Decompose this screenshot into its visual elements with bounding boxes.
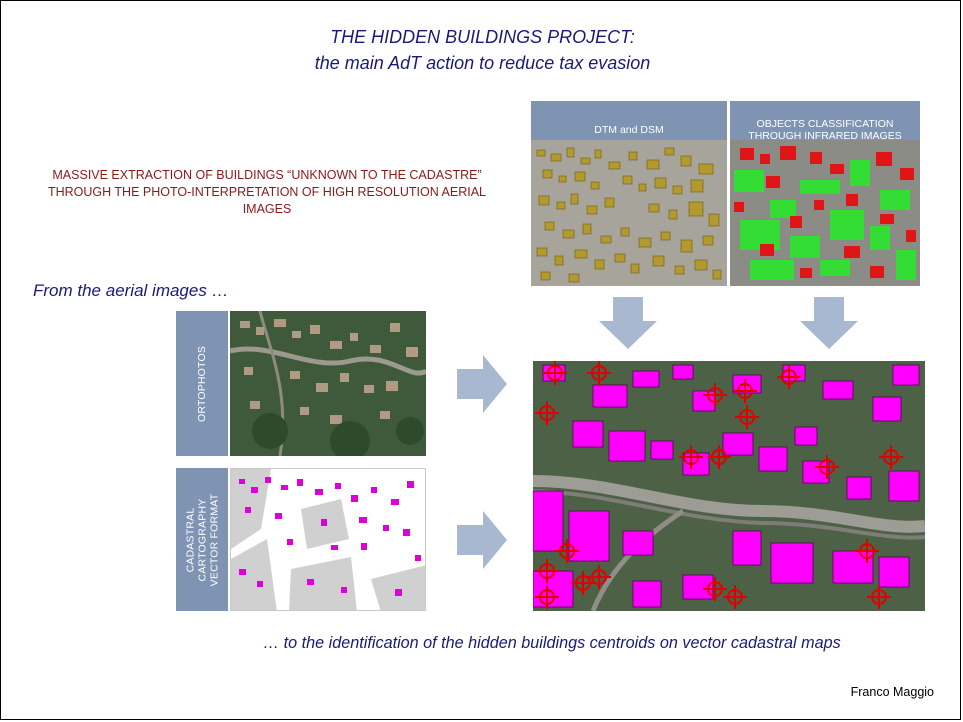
- ortophotos-label-text: ORTOPHOTOS: [196, 345, 209, 422]
- cadastral-vector-image: [230, 468, 426, 611]
- objects-label-line1: OBJECTS CLASSIFICATION: [756, 117, 894, 130]
- infrared-classification-image: [730, 140, 920, 286]
- slide-title-line2: the main AdT action to reduce tax evasio…: [314, 53, 651, 73]
- from-aerial-text: From the aerial images …: [33, 281, 229, 300]
- dtm-dsm-label-text: DTM and DSM: [594, 123, 664, 136]
- ortophoto-image: [230, 311, 426, 456]
- slide-title-line1: THE HIDDEN BUILDINGS PROJECT:: [330, 27, 635, 47]
- cadastral-label-text: CADASTRAL CARTOGRAPHY VECTOR FORMAT: [184, 493, 221, 586]
- author-name: Franco Maggio: [850, 685, 934, 699]
- cadastral-cartography-label: CADASTRAL CARTOGRAPHY VECTOR FORMAT: [176, 468, 228, 611]
- arrow-down-icon: [800, 297, 858, 349]
- result-map-image: [533, 361, 925, 611]
- arrow-down-icon: [599, 297, 657, 349]
- arrow-right-icon: [457, 511, 507, 569]
- objects-label-line2: THROUGH INFRARED IMAGES: [748, 129, 902, 142]
- ortophotos-label: ORTOPHOTOS: [176, 311, 228, 456]
- identification-text: … to the identification of the hidden bu…: [263, 634, 841, 652]
- dtm-dsm-image: [531, 140, 727, 286]
- arrow-right-icon: [457, 355, 507, 413]
- intro-text: MASSIVE EXTRACTION OF BUILDINGS “UNKNOWN…: [47, 168, 486, 216]
